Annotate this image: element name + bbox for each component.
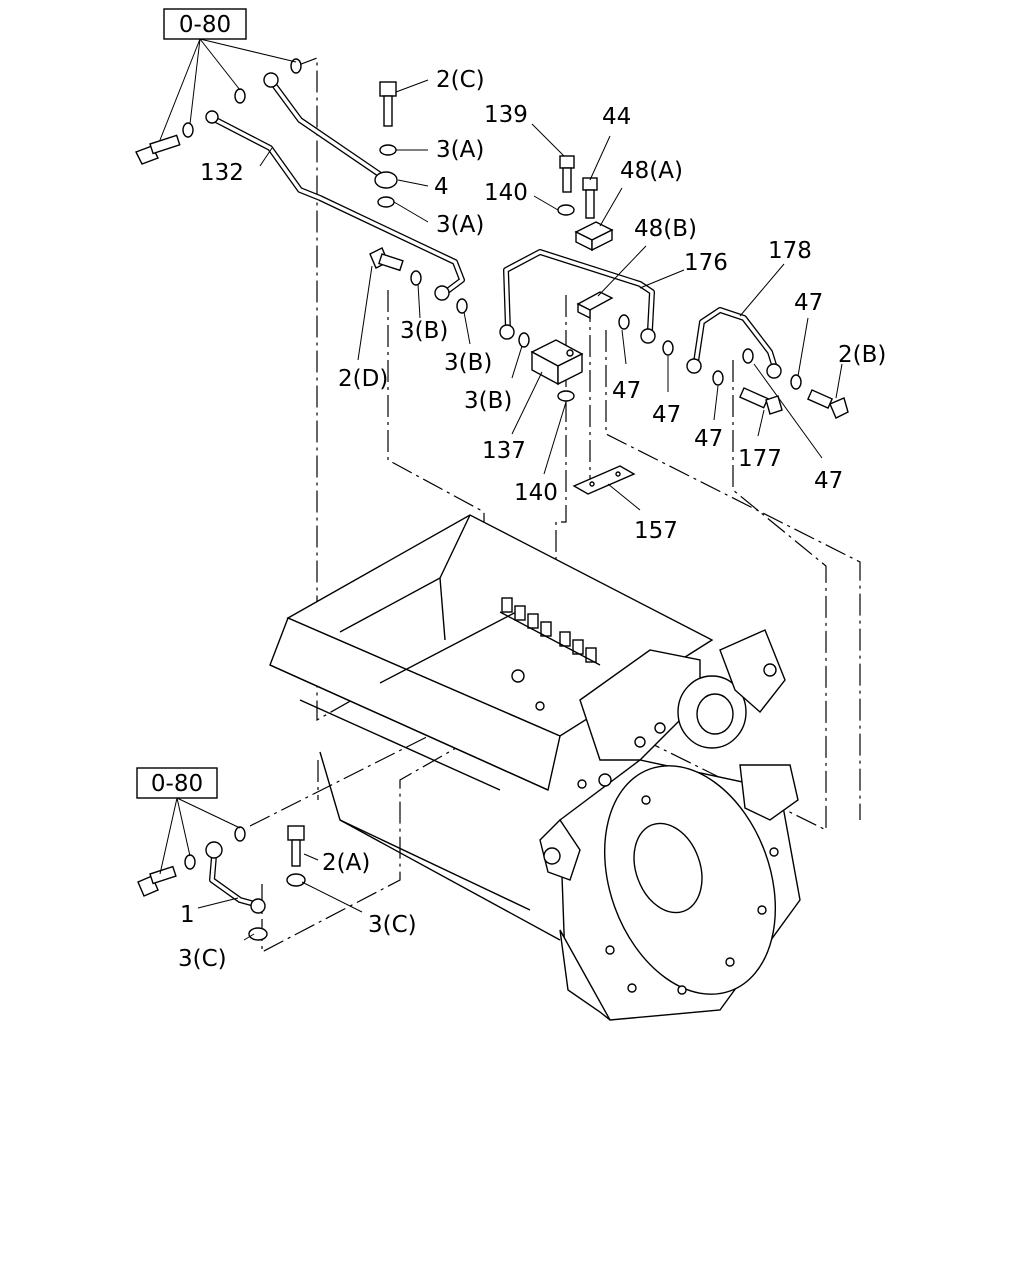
clamp-48b[interactable] — [576, 291, 614, 320]
label-47-b: 47 — [612, 378, 641, 404]
label-47-d: 47 — [694, 426, 723, 452]
plate-157[interactable] — [572, 465, 636, 495]
pipe-132[interactable] — [205, 110, 465, 301]
label-140-bottom: 140 — [514, 480, 558, 506]
label-2d: 2(D) — [338, 366, 388, 392]
label-177: 177 — [738, 446, 782, 472]
label-48b: 48(B) — [634, 216, 697, 242]
label-3c-2: 3(C) — [178, 946, 227, 972]
injection-nozzles — [499, 597, 601, 666]
bolt-top-left[interactable] — [135, 134, 181, 165]
bolt-2a[interactable] — [287, 825, 305, 867]
clamp-48a[interactable] — [574, 221, 614, 252]
bolt-44[interactable] — [582, 177, 598, 219]
washers — [182, 58, 802, 941]
pipe-176[interactable] — [499, 249, 656, 344]
pipe-upper[interactable] — [263, 72, 388, 181]
reference-box-bottom[interactable]: 0-80 — [136, 767, 218, 799]
label-4: 4 — [434, 174, 449, 200]
reference-box-top[interactable]: 0-80 — [163, 8, 247, 40]
bolt-139[interactable] — [559, 155, 575, 193]
leader-lines — [159, 38, 843, 941]
label-137: 137 — [482, 438, 526, 464]
label-48a: 48(A) — [620, 158, 683, 184]
label-47-e: 47 — [814, 468, 843, 494]
label-3b-3: 3(B) — [464, 388, 512, 414]
label-44: 44 — [602, 104, 631, 130]
reference-label-bottom: 0-80 — [151, 771, 203, 797]
reference-label-top: 0-80 — [179, 12, 231, 38]
label-1: 1 — [180, 902, 195, 928]
label-178: 178 — [768, 238, 812, 264]
bolt-bottom-left[interactable] — [137, 865, 177, 897]
label-176: 176 — [684, 250, 728, 276]
label-157: 157 — [634, 518, 678, 544]
pipe-1[interactable] — [205, 841, 266, 914]
label-2a: 2(A) — [322, 850, 370, 876]
label-2b: 2(B) — [838, 342, 886, 368]
part-labels: 2(C) 139 44 3(A) 132 4 140 48(A) 3(A) 48… — [178, 67, 886, 972]
engine-block — [269, 514, 801, 1021]
label-139: 139 — [484, 102, 528, 128]
label-3b-1: 3(B) — [400, 318, 448, 344]
label-3a-2: 3(A) — [436, 212, 484, 238]
label-3a-1: 3(A) — [436, 137, 484, 163]
pipe-178[interactable] — [686, 307, 782, 379]
bolt-177[interactable] — [739, 387, 783, 415]
label-3c-1: 3(C) — [368, 912, 417, 938]
phantom-lines — [249, 57, 861, 953]
label-140-top: 140 — [484, 180, 528, 206]
bolt-2d[interactable] — [369, 247, 404, 272]
bolt-2b[interactable] — [807, 389, 849, 419]
bolt-2c[interactable] — [379, 81, 397, 127]
label-47-c: 47 — [652, 402, 681, 428]
label-47-a: 47 — [794, 290, 823, 316]
block-137[interactable] — [530, 339, 584, 386]
label-132: 132 — [200, 160, 244, 186]
label-2c: 2(C) — [436, 67, 485, 93]
label-3b-2: 3(B) — [444, 350, 492, 376]
